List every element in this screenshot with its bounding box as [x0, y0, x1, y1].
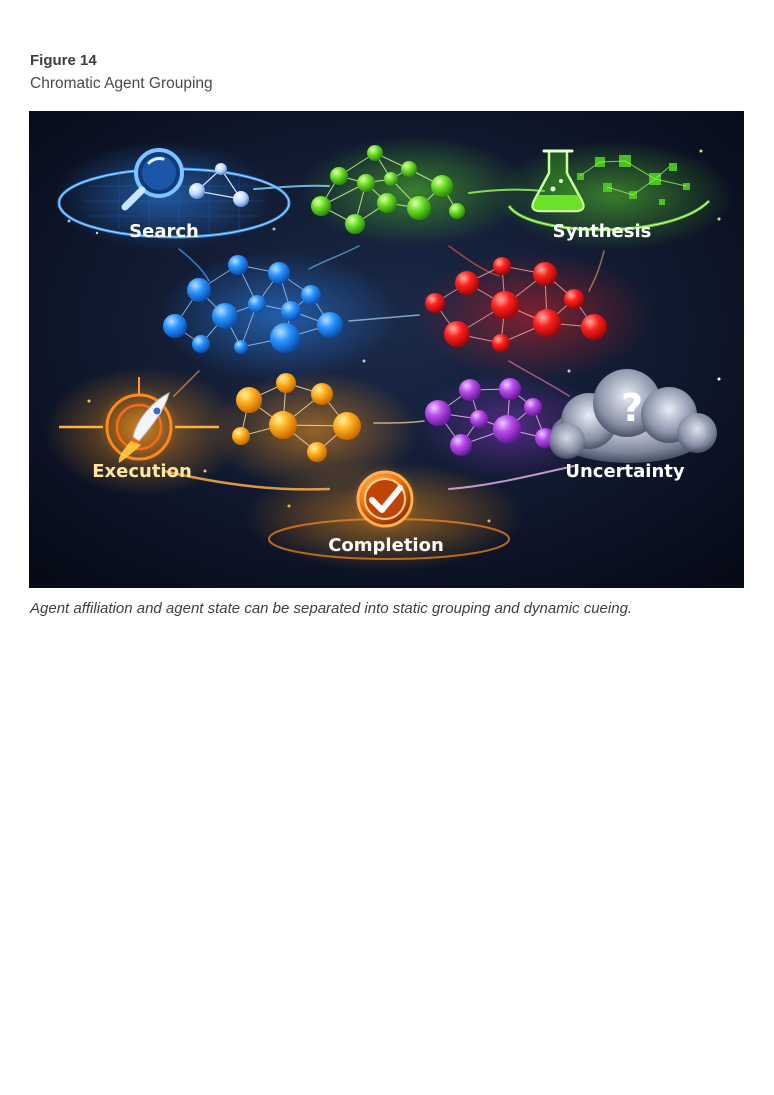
figure-caption: Agent affiliation and agent state can be…: [30, 600, 633, 617]
figure-title: Chromatic Agent Grouping: [30, 75, 213, 92]
checkmark-icon: [369, 485, 403, 513]
sparkles: [67, 149, 721, 523]
synthesis-label: Synthesis: [553, 221, 652, 242]
figure-image: Search: [29, 111, 744, 588]
flask-icon: [531, 149, 585, 213]
completion-label: Completion: [328, 535, 444, 556]
figure-header: Figure 14 Chromatic Agent Grouping: [30, 51, 744, 94]
search-label: Search: [129, 221, 199, 242]
green-cluster: [311, 145, 465, 234]
agent-grouping-illustration: Search: [29, 111, 744, 588]
search-group: Search: [57, 148, 291, 242]
execution-group: Execution: [59, 377, 219, 482]
rocket-icon: [118, 392, 170, 463]
synthesis-group: Synthesis: [507, 149, 711, 242]
uncertainty-group: ? Uncertainty: [549, 369, 717, 482]
execution-label: Execution: [92, 461, 192, 482]
red-cluster: [425, 257, 607, 352]
completion-group: Completion: [268, 465, 510, 560]
orange-cluster: [232, 373, 361, 462]
question-mark-icon: ?: [621, 386, 643, 430]
figure-number: Figure 14: [30, 52, 97, 69]
blue-cluster: [163, 255, 343, 354]
magnifier-icon: [121, 148, 184, 211]
uncertainty-label: Uncertainty: [565, 461, 685, 482]
cloud-icon: [549, 369, 717, 463]
search-nodes: [189, 163, 249, 207]
purple-cluster: [425, 378, 555, 456]
inter-cluster-links: [162, 184, 605, 491]
